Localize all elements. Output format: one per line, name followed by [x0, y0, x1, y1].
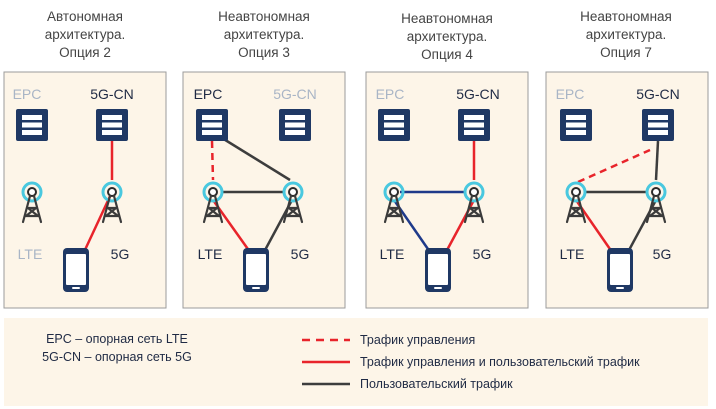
- panel-4-epc-label: EPC: [556, 86, 585, 102]
- panel-1-phone-icon: [63, 248, 89, 292]
- panel-2-5g-label: 5G: [291, 246, 310, 262]
- panel-1-5gcn-server-icon: [96, 109, 128, 141]
- panel-1-5g-label: 5G: [111, 246, 130, 262]
- panel-1-title-line-1: Автономная: [47, 9, 123, 24]
- panel-4-5g-label: 5G: [653, 246, 672, 262]
- panel-3-title-line-1: Неавтономная: [401, 11, 493, 26]
- panel-3-lte-label: LTE: [380, 246, 405, 262]
- panel-4-title: Неавтономная архитектура. Опция 7: [580, 9, 672, 60]
- panel-3-phone-icon: [425, 248, 451, 292]
- panel-1-5gcn-label: 5G-CN: [90, 86, 134, 102]
- panel-option-3: EPC 5G-CN LTE 5G: [182, 71, 346, 309]
- panel-2-title-line-3: Опция 3: [238, 45, 290, 60]
- legend-control-user-label: Трафик управления и пользовательский тра…: [360, 355, 640, 369]
- panel-2-phone-icon: [243, 248, 269, 292]
- panel-1-title-line-3: Опция 2: [59, 45, 111, 60]
- legend: EPC – опорная сеть LTE 5G-CN – опорная с…: [4, 318, 708, 406]
- panel-4-phone-icon: [607, 248, 633, 292]
- panel-2-5gcn-label: 5G-CN: [273, 86, 317, 102]
- panel-3-5g-label: 5G: [473, 246, 492, 262]
- panel-2-epc-label: EPC: [194, 86, 223, 102]
- panel-4-epc-server-icon: [560, 109, 592, 141]
- legend-5gcn-definition: 5G-CN – опорная сеть 5G: [42, 350, 192, 364]
- panel-4-5gcn-label: 5G-CN: [636, 86, 680, 102]
- panel-4-5gcn-server-icon: [642, 109, 674, 141]
- panel-3-title-line-3: Опция 4: [421, 47, 473, 62]
- panel-2-link-epc-lte-control: [210, 140, 215, 181]
- panel-1-title-line-2: архитектура.: [45, 27, 125, 42]
- panel-4-lte-label: LTE: [560, 246, 585, 262]
- panel-3-title-line-2: архитектура.: [407, 29, 487, 44]
- panel-4-title-line-3: Опция 7: [600, 45, 652, 60]
- panel-3-epc-label: EPC: [376, 86, 405, 102]
- panel-1-epc-server-icon: [16, 109, 48, 141]
- panel-2-title-line-1: Неавтономная: [218, 9, 310, 24]
- panel-option-2: EPC 5G-CN LTE 5G: [3, 71, 167, 309]
- panel-1-epc-label: EPC: [13, 86, 42, 102]
- panel-4-link-cn-5g-user: [654, 140, 660, 181]
- legend-background: [4, 318, 708, 406]
- panel-3-epc-server-icon: [378, 109, 410, 141]
- panel-2-link-epc-5g-user: [221, 136, 291, 182]
- panel-option-4: EPC 5G-CN LTE 5G: [365, 71, 529, 309]
- panel-3-5gcn-server-icon: [458, 109, 490, 141]
- panel-4-title-line-2: архитектура.: [586, 27, 666, 42]
- panel-2-5gcn-server-icon: [279, 109, 311, 141]
- legend-user-label: Пользовательский трафик: [360, 377, 513, 391]
- panel-4-title-line-1: Неавтономная: [580, 9, 672, 24]
- panel-3-title: Неавтономная архитектура. Опция 4: [401, 11, 493, 62]
- panel-2-lte-label: LTE: [198, 246, 223, 262]
- panel-4-link-cn-lte-control: [577, 148, 651, 184]
- panel-3-5gcn-label: 5G-CN: [456, 86, 500, 102]
- panel-1-title: Автономная архитектура. Опция 2: [45, 9, 125, 60]
- legend-epc-definition: EPC – опорная сеть LTE: [46, 332, 188, 346]
- panel-1-lte-label: LTE: [18, 246, 43, 262]
- panel-2-epc-server-icon: [196, 109, 228, 141]
- panel-2-title-line-2: архитектура.: [224, 27, 304, 42]
- panel-2-title: Неавтономная архитектура. Опция 3: [218, 9, 310, 60]
- panel-option-7: EPC 5G-CN LTE 5G: [545, 71, 709, 309]
- legend-control-label: Трафик управления: [360, 333, 475, 347]
